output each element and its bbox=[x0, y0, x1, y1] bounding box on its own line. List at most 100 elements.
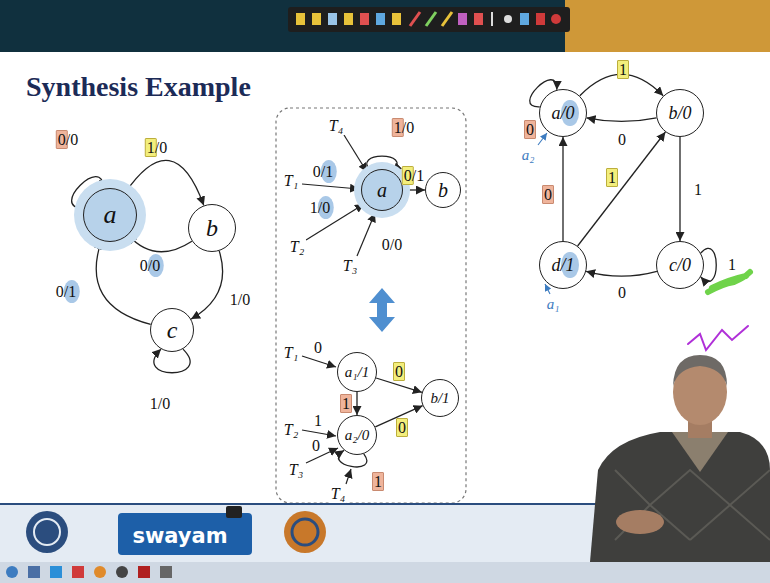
transition-arrow bbox=[562, 137, 563, 241]
transition-label: 1 bbox=[606, 169, 618, 187]
highlight-mark bbox=[372, 472, 384, 491]
transition-label: 0 bbox=[616, 131, 628, 149]
annotation-label: 0/1 bbox=[311, 163, 335, 181]
annotation-label: T₄ bbox=[329, 485, 347, 503]
transition-arrow bbox=[356, 392, 357, 415]
slide-title: Synthesis Example bbox=[26, 72, 251, 103]
state-circle: b bbox=[425, 172, 461, 208]
transition-arrow bbox=[530, 80, 557, 107]
transition-label: 0 bbox=[393, 363, 405, 381]
state-label: d/1 bbox=[551, 256, 574, 274]
highlight-mark bbox=[606, 168, 618, 187]
state-label: a₂/0 bbox=[345, 428, 369, 443]
transition-label: 1/0 bbox=[145, 139, 169, 157]
state-label: b/0 bbox=[668, 104, 691, 122]
annotation-label: a₁ bbox=[545, 296, 562, 313]
annotation-label: 1/0 bbox=[308, 199, 332, 217]
state-circle: a bbox=[361, 169, 403, 211]
transition-label: 1 bbox=[340, 395, 352, 413]
annotation-label: T₂ bbox=[282, 421, 300, 439]
state-circle: d/1 bbox=[539, 241, 587, 289]
transition-arrow bbox=[191, 251, 223, 319]
annotation-label: T₄ bbox=[327, 117, 345, 135]
transition-arrow bbox=[679, 137, 680, 241]
transition-label: 0 bbox=[616, 284, 628, 302]
state-circle: b bbox=[188, 204, 236, 252]
annotation-label: T₂ bbox=[288, 238, 306, 256]
taskbar bbox=[0, 562, 770, 583]
annotation-label: 0 bbox=[310, 437, 322, 455]
presenter-figure bbox=[590, 355, 770, 562]
state-label: c bbox=[167, 318, 178, 342]
transition-label: 1/0 bbox=[228, 291, 252, 309]
transition-arrow bbox=[125, 160, 204, 205]
state-label: b bbox=[206, 216, 218, 240]
highlight-mark bbox=[542, 185, 554, 204]
highlight-mark bbox=[318, 196, 334, 219]
transition-label: 0 bbox=[396, 419, 408, 437]
highlight-mark bbox=[148, 254, 164, 277]
highlight-mark bbox=[145, 138, 157, 157]
annotation-label: 0 bbox=[312, 339, 324, 357]
annotation-label: T₃ bbox=[341, 257, 359, 275]
highlight-mark bbox=[524, 120, 536, 139]
highlight-mark bbox=[340, 394, 352, 413]
transition-arrow bbox=[403, 189, 425, 190]
state-circle: a₁/1 bbox=[337, 352, 377, 392]
transition-label: 1 bbox=[617, 61, 629, 79]
transition-label: 0/0 bbox=[138, 257, 162, 275]
highlight-mark bbox=[393, 362, 405, 381]
highlight-mark bbox=[402, 166, 414, 185]
transition-arrow bbox=[128, 235, 192, 252]
transition-label: 0 bbox=[542, 186, 554, 204]
annotation-label: 1 bbox=[312, 412, 324, 430]
top-band-accent bbox=[565, 0, 770, 52]
transition-arrow bbox=[587, 118, 657, 122]
state-circle: a bbox=[83, 188, 137, 242]
transition-label: 0/1 bbox=[402, 167, 426, 185]
transition-arrow bbox=[96, 241, 150, 325]
transition-label: 1 bbox=[372, 473, 384, 491]
transition-label: 1 bbox=[692, 181, 704, 199]
state-label: b bbox=[438, 180, 448, 200]
transition-arrow bbox=[154, 349, 190, 373]
transition-arrow bbox=[578, 132, 666, 246]
state-label: a/0 bbox=[551, 104, 574, 122]
highlight-mark bbox=[396, 418, 408, 437]
highlight-mark bbox=[321, 160, 337, 183]
transition-arrow bbox=[586, 271, 657, 276]
highlight-mark bbox=[392, 118, 404, 137]
transition-label: 0 bbox=[524, 121, 536, 139]
annotation-label: T₁ bbox=[282, 172, 300, 190]
state-label: b/1 bbox=[430, 391, 449, 406]
state-circle: a/0 bbox=[539, 89, 587, 137]
state-label: c/0 bbox=[669, 256, 691, 274]
state-circle: c bbox=[150, 308, 194, 352]
toolbar bbox=[288, 7, 570, 32]
transition-label: 0/1 bbox=[54, 283, 78, 301]
transition-label: 1/0 bbox=[392, 119, 416, 137]
annotation-label: T₃ bbox=[287, 461, 305, 479]
state-circle: a₂/0 bbox=[337, 415, 377, 455]
annotation-label: T₁ bbox=[282, 344, 300, 362]
pen-scribbles bbox=[688, 272, 750, 350]
highlight-mark bbox=[56, 130, 68, 149]
top-band bbox=[0, 0, 770, 52]
state-circle: c/0 bbox=[656, 241, 704, 289]
transition-label: 0/0 bbox=[56, 131, 80, 149]
state-label: a bbox=[377, 180, 387, 200]
transition-label: 1/0 bbox=[148, 395, 172, 413]
state-circle: b/0 bbox=[656, 89, 704, 137]
highlight-mark bbox=[64, 280, 80, 303]
state-label: a bbox=[104, 202, 117, 228]
annotation-label: 0/0 bbox=[380, 236, 404, 254]
equivalence-arrow bbox=[369, 288, 395, 332]
state-label: a₁/1 bbox=[345, 365, 369, 380]
annotation-label: a₂ bbox=[520, 147, 537, 164]
highlight-mark bbox=[617, 60, 629, 79]
logo-text: swayam bbox=[130, 525, 229, 548]
dashed-frame bbox=[276, 108, 466, 503]
state-circle: b/1 bbox=[421, 379, 459, 417]
transition-label: 1 bbox=[726, 256, 738, 274]
